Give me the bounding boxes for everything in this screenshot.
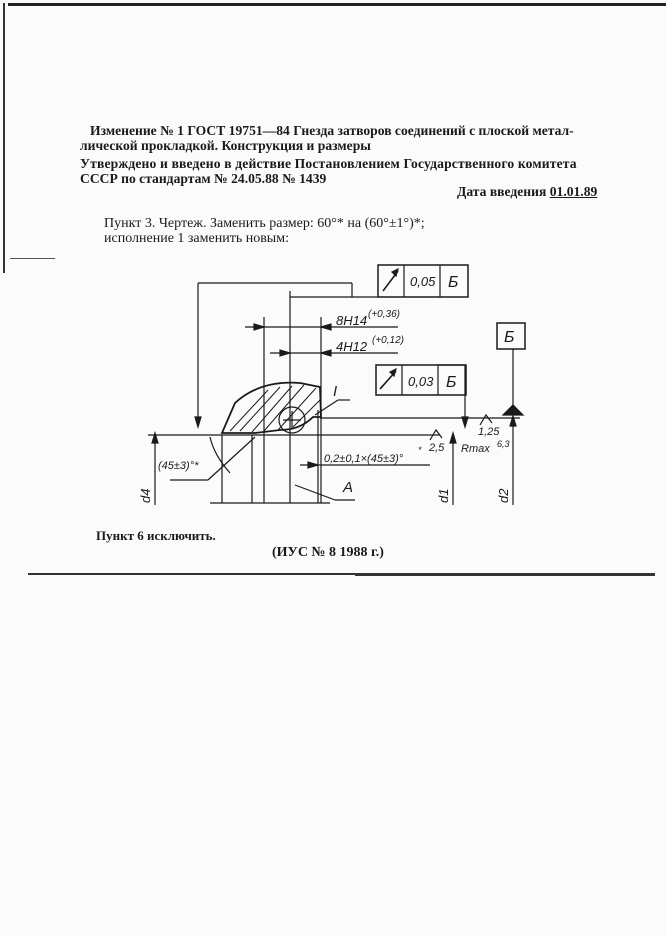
item3-text-line1: Пункт 3. Чертеж. Заменить размер: 60°* н… xyxy=(104,216,425,231)
roughness-rmax-value: 6,3 xyxy=(497,439,510,449)
dim-d1: d1 xyxy=(436,489,451,503)
source-reference: (ИУС № 8 1988 г.) xyxy=(272,545,384,560)
item6-text: Пункт 6 исключить. xyxy=(96,528,216,543)
chamfer-star: * xyxy=(418,445,422,455)
bottom-rule xyxy=(28,573,568,575)
dim-4h12-tol: (+0,12) xyxy=(372,335,404,346)
approval-line1: Утверждено и введено в действие Постанов… xyxy=(80,156,577,171)
roughness-1: 1,25 xyxy=(478,426,500,438)
approval-line2: СССР по стандартам № 24.05.88 № 1439 xyxy=(80,171,327,186)
tolerance-1-value: 0,05 xyxy=(410,274,436,289)
item3-text-line2: исполнение 1 заменить новым: xyxy=(104,231,289,246)
angle-dim: (45±3)°* xyxy=(158,460,199,472)
dim-d2: d2 xyxy=(496,488,511,503)
effective-date-label: Дата введения xyxy=(457,184,547,199)
roughness-2: 2,5 xyxy=(428,442,445,454)
datum-label: Б xyxy=(504,329,514,346)
tolerance-frame-2 xyxy=(375,364,467,396)
effective-date-value: 01.01.89 xyxy=(549,184,598,199)
tolerance-2-datum: Б xyxy=(446,374,456,391)
technical-drawing: 0,05 Б 0,03 Б Б 8H14 (+0,36) 4H12 (+0,12… xyxy=(140,264,526,505)
dim-d4: d4 xyxy=(140,489,153,503)
roughness-rmax: Rmax xyxy=(461,443,490,455)
amendment-title-line1: Изменение № 1 ГОСТ 19751—84 Гнезда затво… xyxy=(90,123,574,138)
dim-8h14: 8H14 xyxy=(336,313,367,328)
tolerance-2-value: 0,03 xyxy=(408,374,434,389)
bottom-rule-right xyxy=(355,573,655,576)
effective-date: Дата введения 01.01.89 xyxy=(457,184,597,199)
tolerance-1-datum: Б xyxy=(448,274,458,291)
scan-mark xyxy=(10,258,55,259)
datum-box xyxy=(496,322,526,350)
label-a: A xyxy=(342,479,353,496)
dim-4h12: 4H12 xyxy=(336,339,368,354)
tolerance-frame-1 xyxy=(377,264,469,298)
amendment-title-line2: лической прокладкой. Конструкция и разме… xyxy=(80,138,371,153)
page-top-border xyxy=(8,3,666,6)
detail-label-i: I xyxy=(333,383,337,400)
dim-8h14-tol: (+0,36) xyxy=(368,309,400,320)
page-left-border xyxy=(3,3,5,273)
chamfer-dim: 0,2±0,1×(45±3)° xyxy=(324,453,404,465)
